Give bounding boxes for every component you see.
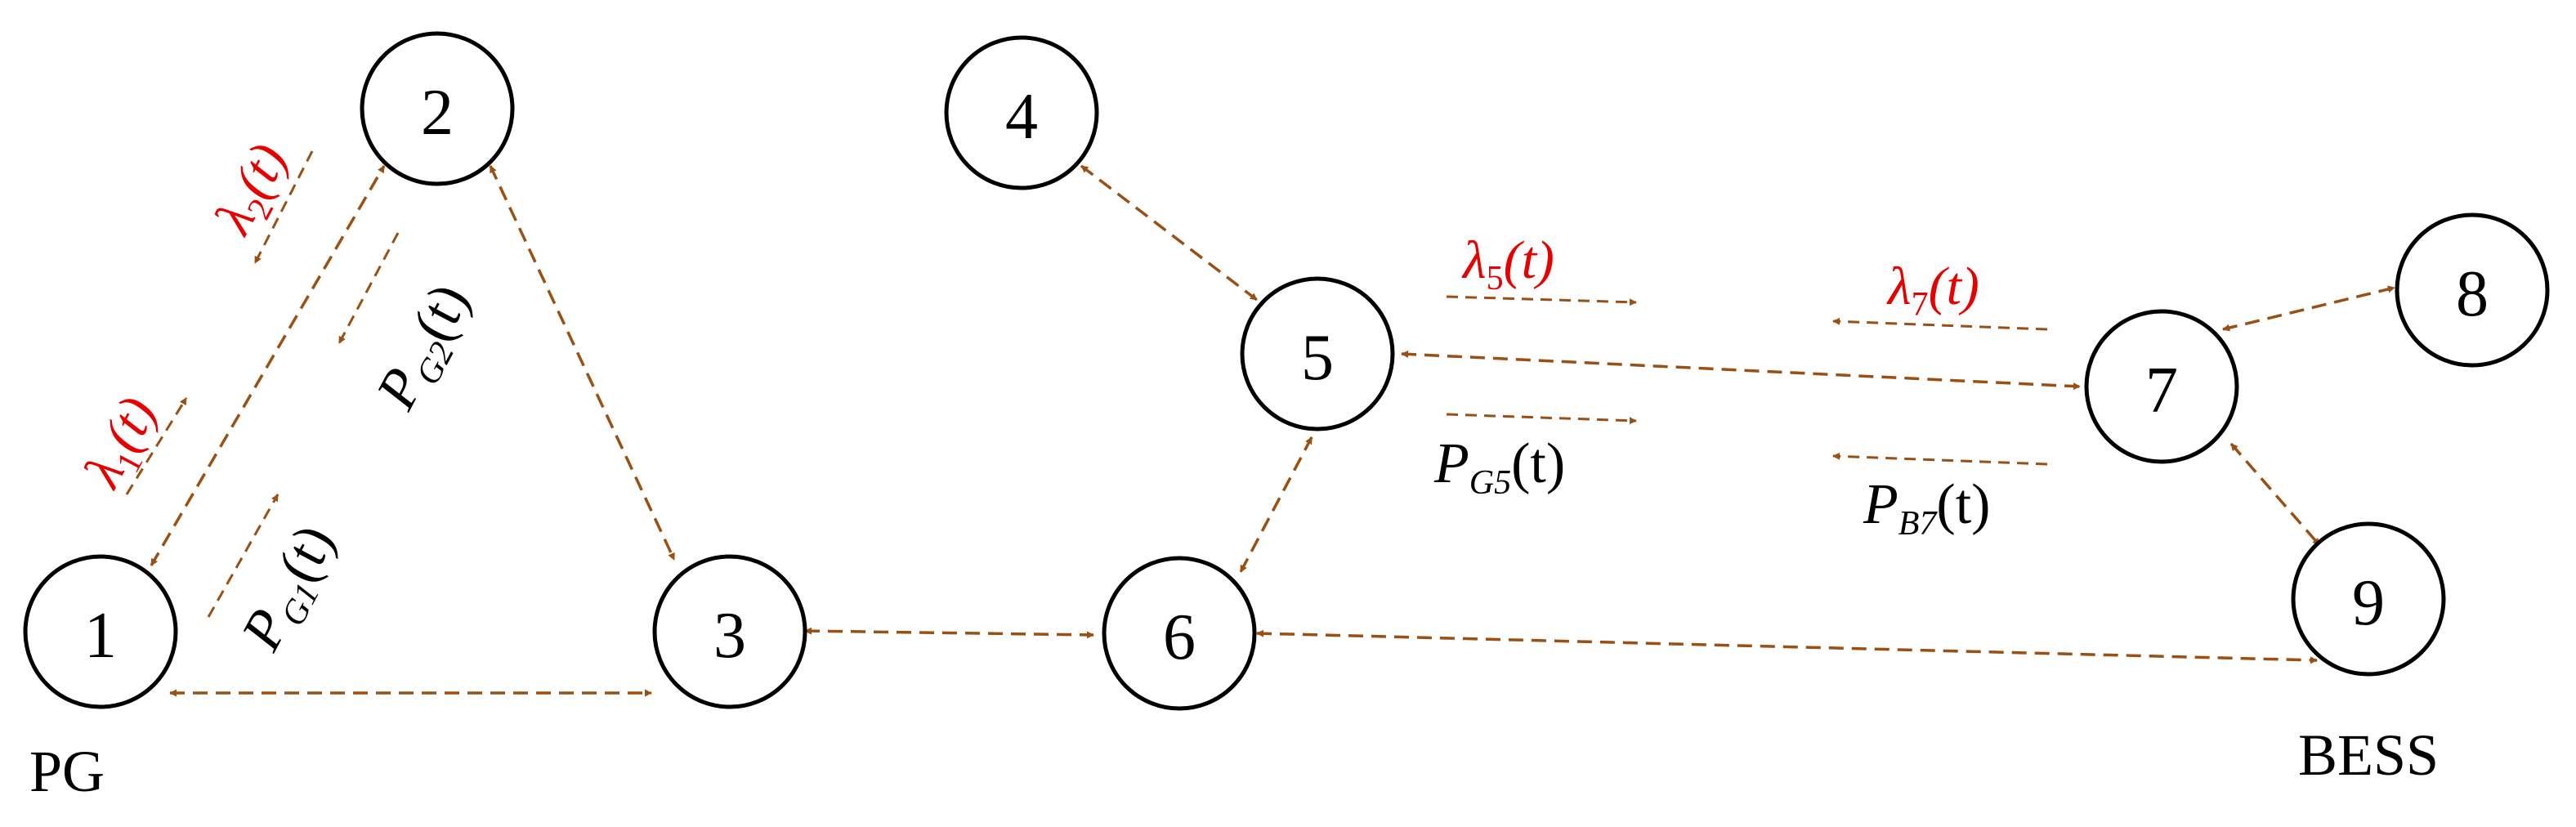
flow-pb7 — [1832, 452, 2048, 466]
node-9-label: 9 — [2352, 567, 2385, 639]
node-3: 3 — [652, 554, 807, 709]
node-3-label: 3 — [713, 600, 746, 672]
edge-5-6 — [1239, 436, 1313, 573]
flow-lambda2 — [253, 150, 314, 264]
node-4-label: 4 — [1005, 81, 1038, 153]
flow-lambda7 — [1832, 317, 2048, 331]
lambda2-label: λ2(t) — [203, 134, 306, 248]
edge-6-9 — [1256, 629, 2318, 664]
node-9: 9 — [2291, 521, 2446, 677]
node-5-label: 5 — [1301, 322, 1334, 394]
node-7-label: 7 — [2145, 355, 2178, 427]
node-7: 7 — [2084, 309, 2239, 464]
bess-caption: BESS — [2298, 722, 2439, 788]
edge-7-8 — [2222, 285, 2395, 332]
node-5: 5 — [1240, 276, 1395, 431]
node-2-label: 2 — [421, 77, 454, 149]
lambda7-label: λ7(t) — [1886, 257, 1979, 324]
node-6-label: 6 — [1163, 601, 1196, 673]
pb7-label: PB7(t) — [1863, 473, 1991, 543]
node-1: 1 — [23, 554, 178, 709]
edge-5-7 — [1401, 350, 2081, 391]
edge-4-5 — [1080, 164, 1259, 302]
edge-7-9 — [2229, 442, 2321, 547]
node-8: 8 — [2395, 212, 2550, 368]
edge-3-6 — [804, 627, 1094, 639]
node-8-label: 8 — [2456, 258, 2489, 330]
flow-pg1 — [207, 494, 280, 618]
pg1-label: PG1(t) — [230, 515, 353, 664]
edge-1-2 — [150, 165, 386, 566]
pg2-label: PG2(t) — [364, 274, 488, 422]
lambda1-label: λ1(t) — [72, 387, 175, 501]
node-6: 6 — [1102, 556, 1257, 711]
node-1-label: 1 — [84, 600, 117, 672]
pg-caption: PG — [29, 739, 105, 804]
flow-lambda5 — [1446, 295, 1637, 306]
flow-indicators — [125, 150, 2048, 618]
flow-lambda1 — [125, 397, 188, 495]
pg5-label: PG5(t) — [1433, 432, 1565, 502]
network-edges — [150, 164, 2395, 697]
node-4: 4 — [944, 35, 1099, 190]
node-2: 2 — [360, 31, 515, 186]
flow-pg2 — [338, 232, 400, 344]
lambda5-label: λ5(t) — [1461, 230, 1554, 297]
flow-pg5 — [1446, 413, 1637, 425]
edge-2-3 — [489, 165, 676, 561]
